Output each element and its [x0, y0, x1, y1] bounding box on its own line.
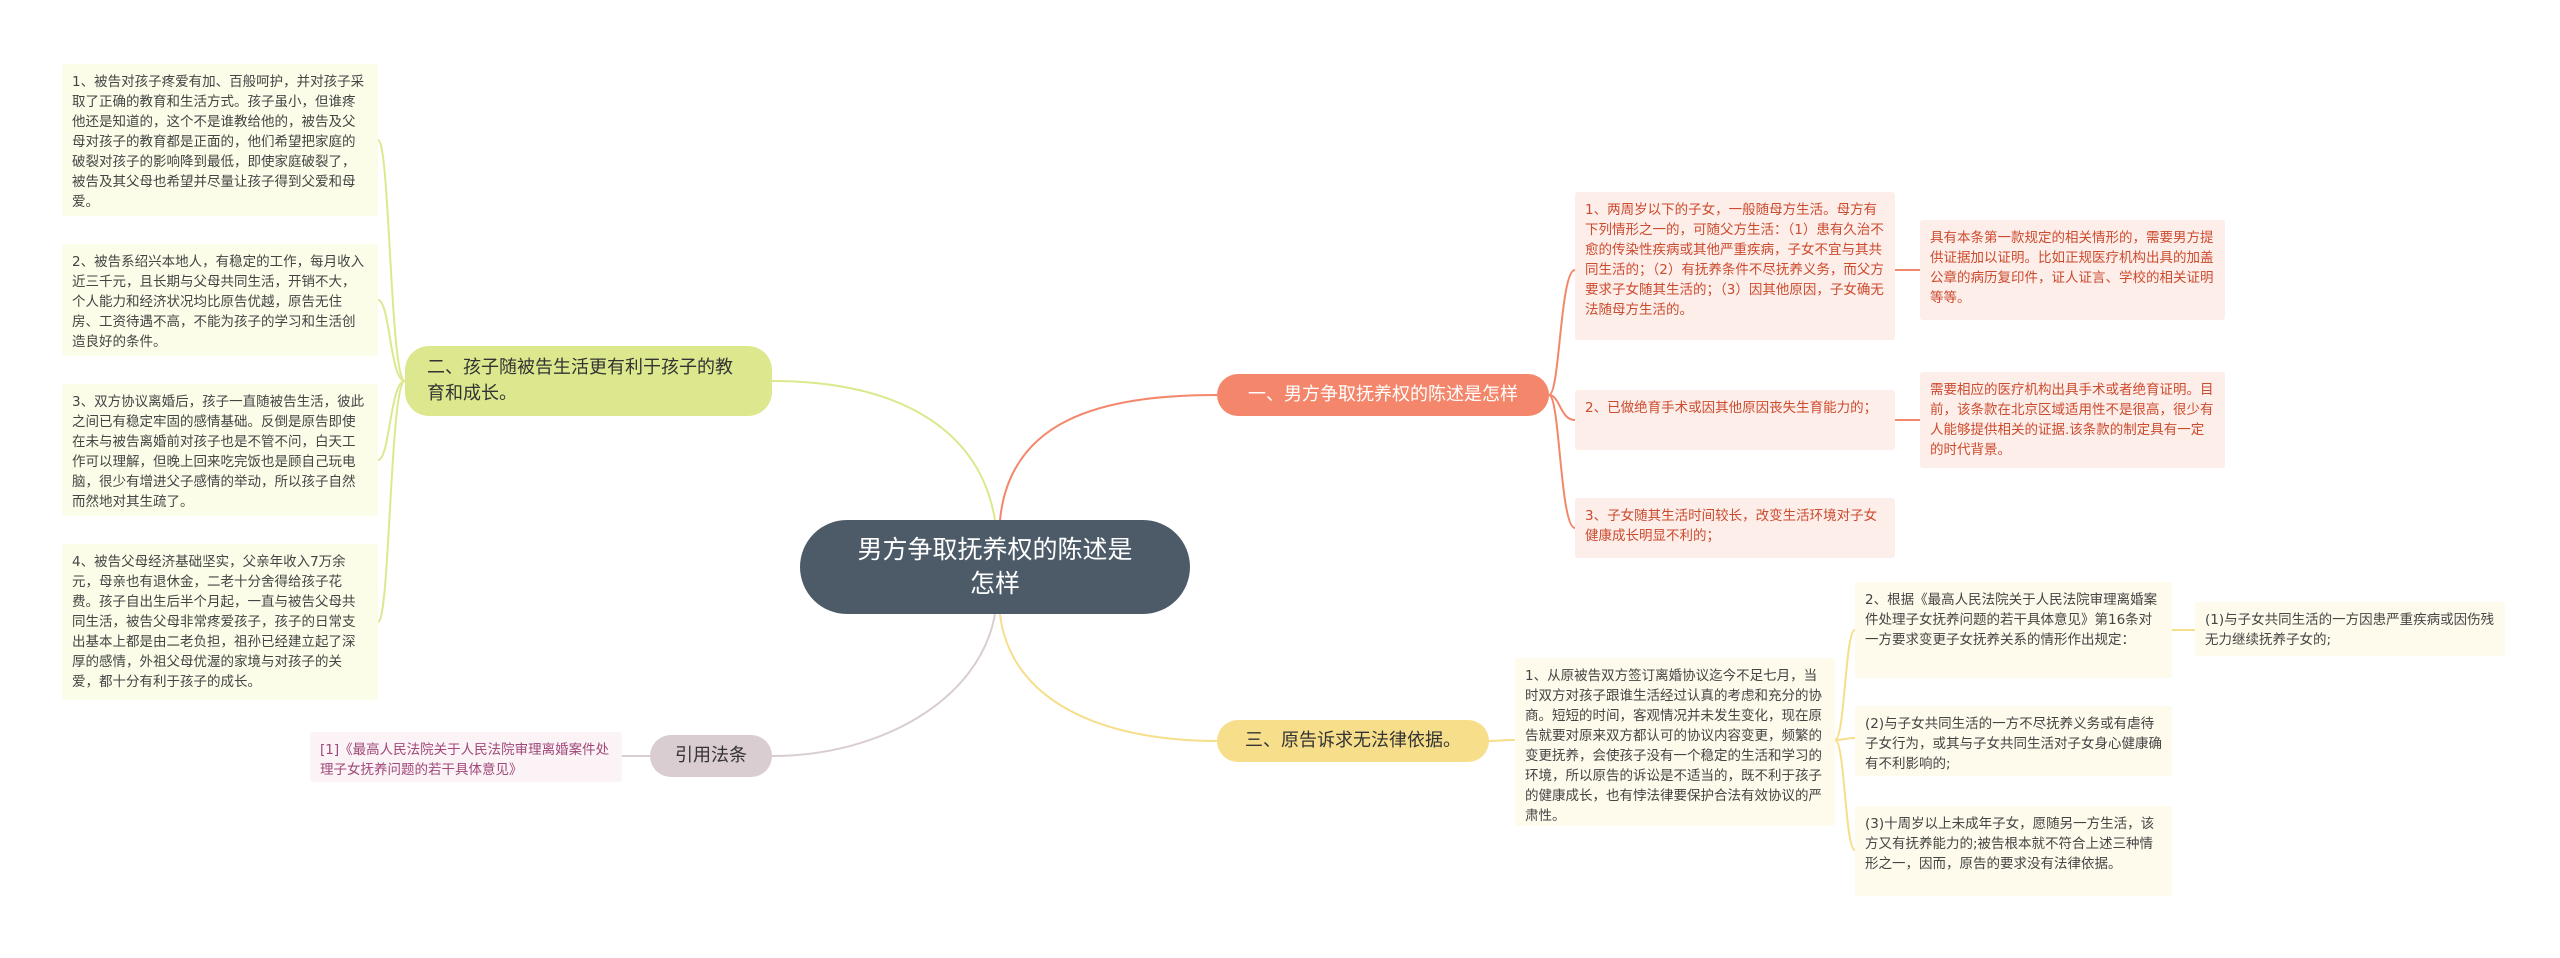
branch-1-title: 一、男方争取抚养权的陈述是怎样	[1248, 384, 1518, 405]
branch-topic-1[interactable]: 一、男方争取抚养权的陈述是怎样	[1217, 374, 1549, 416]
leaf-text: 4、被告父母经济基础坚实，父亲年收入7万余元，母亲也有退休金，二老十分舍得给孩子…	[72, 554, 356, 690]
branch-1-item-3[interactable]: 3、子女随其生活时间较长，改变生活环境对子女健康成长明显不利的；	[1575, 498, 1895, 558]
leaf-text: 2、被告系绍兴本地人，有稳定的工作，每月收入近三千元，且长期与父母共同生活，开销…	[72, 254, 365, 350]
leaf-text: 1、两周岁以下的子女，一般随母方生活。母方有下列情形之一的，可随父方生活：（1）…	[1585, 202, 1884, 318]
branch-2-item-2[interactable]: 2、被告系绍兴本地人，有稳定的工作，每月收入近三千元，且长期与父母共同生活，开销…	[62, 244, 378, 356]
leaf-text: 2、根据《最高人民法院关于人民法院审理离婚案件处理子女抚养问题的若干具体意见》第…	[1865, 592, 2158, 648]
branch-2-title: 二、孩子随被告生活更有利于孩子的教育和成长。	[427, 357, 733, 404]
root-topic[interactable]: 男方争取抚养权的陈述是怎样	[800, 520, 1190, 614]
branch-topic-2[interactable]: 二、孩子随被告生活更有利于孩子的教育和成长。	[405, 346, 772, 416]
branch-1-note-2[interactable]: 需要相应的医疗机构出具手术或者绝育证明。目前，该条款在北京区域适用性不是很高，很…	[1920, 372, 2225, 468]
leaf-text: 1、被告对孩子疼爱有加、百般呵护，并对孩子采取了正确的教育和生活方式。孩子虽小，…	[72, 74, 365, 210]
leaf-text: 1、从原被告双方签订离婚协议迄今不足七月，当时双方对孩子跟谁生活经过认真的考虑和…	[1525, 668, 1822, 824]
leaf-text: (2)与子女共同生活的一方不尽抚养义务或有虐待子女行为，或其与子女共同生活对子女…	[1865, 716, 2162, 772]
leaf-text: 3、双方协议离婚后，孩子一直随被告生活，彼此之间已有稳定牢固的感情基础。反倒是原…	[72, 394, 365, 510]
branch-3-item-1[interactable]: 1、从原被告双方签订离婚协议迄今不足七月，当时双方对孩子跟谁生活经过认真的考虑和…	[1515, 658, 1835, 826]
branch-3-subitem-1[interactable]: 2、根据《最高人民法院关于人民法院审理离婚案件处理子女抚养问题的若干具体意见》第…	[1855, 582, 2172, 678]
branch-topic-3[interactable]: 三、原告诉求无法律依据。	[1217, 720, 1489, 762]
branch-3-subitem-3[interactable]: (3)十周岁以上未成年子女，愿随另一方生活，该方又有抚养能力的;被告根本就不符合…	[1855, 806, 2172, 896]
branch-3-title: 三、原告诉求无法律依据。	[1245, 730, 1461, 751]
branch-1-note-1[interactable]: 具有本条第一款规定的相关情形的，需要男方提供证据加以证明。比如正规医疗机构出具的…	[1920, 220, 2225, 320]
branch-4-item-1[interactable]: [1]《最高人民法院关于人民法院审理离婚案件处理子女抚养问题的若干具体意见》	[310, 732, 622, 782]
leaf-text: 2、已做绝育手术或因其他原因丧失生育能力的；	[1585, 400, 1878, 416]
branch-1-item-2[interactable]: 2、已做绝育手术或因其他原因丧失生育能力的；	[1575, 390, 1895, 450]
leaf-text: 需要相应的医疗机构出具手术或者绝育证明。目前，该条款在北京区域适用性不是很高，很…	[1930, 382, 2214, 458]
branch-2-item-4[interactable]: 4、被告父母经济基础坚实，父亲年收入7万余元，母亲也有退休金，二老十分舍得给孩子…	[62, 544, 378, 700]
branch-3-note-1[interactable]: (1)与子女共同生活的一方因患严重疾病或因伤残无力继续抚养子女的;	[2195, 602, 2505, 656]
branch-topic-4[interactable]: 引用法条	[650, 735, 772, 777]
branch-2-item-3[interactable]: 3、双方协议离婚后，孩子一直随被告生活，彼此之间已有稳定牢固的感情基础。反倒是原…	[62, 384, 378, 516]
branch-2-item-1[interactable]: 1、被告对孩子疼爱有加、百般呵护，并对孩子采取了正确的教育和生活方式。孩子虽小，…	[62, 64, 378, 216]
branch-4-title: 引用法条	[675, 745, 747, 766]
root-title: 男方争取抚养权的陈述是怎样	[857, 535, 1133, 598]
leaf-text: 具有本条第一款规定的相关情形的，需要男方提供证据加以证明。比如正规医疗机构出具的…	[1930, 230, 2214, 306]
leaf-text: 3、子女随其生活时间较长，改变生活环境对子女健康成长明显不利的；	[1585, 508, 1878, 544]
leaf-text: [1]《最高人民法院关于人民法院审理离婚案件处理子女抚养问题的若干具体意见》	[320, 742, 610, 778]
leaf-text: (1)与子女共同生活的一方因患严重疾病或因伤残无力继续抚养子女的;	[2205, 612, 2495, 648]
leaf-text: (3)十周岁以上未成年子女，愿随另一方生活，该方又有抚养能力的;被告根本就不符合…	[1865, 816, 2155, 872]
branch-3-subitem-2[interactable]: (2)与子女共同生活的一方不尽抚养义务或有虐待子女行为，或其与子女共同生活对子女…	[1855, 706, 2172, 776]
branch-1-item-1[interactable]: 1、两周岁以下的子女，一般随母方生活。母方有下列情形之一的，可随父方生活：（1）…	[1575, 192, 1895, 340]
